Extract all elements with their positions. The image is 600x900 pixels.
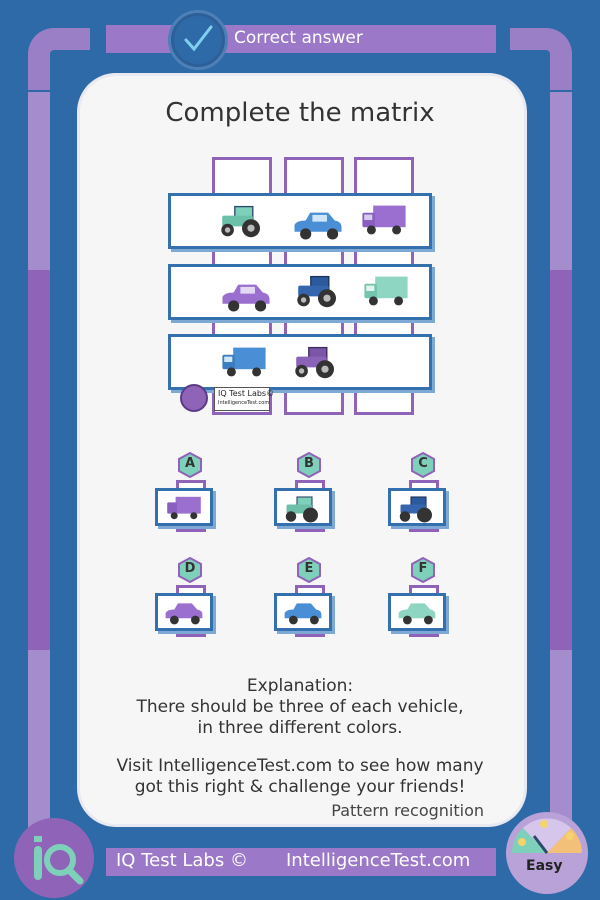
header-status: Correct answer	[234, 28, 363, 48]
option-e-label: E	[304, 561, 314, 576]
green-car-icon	[398, 603, 436, 625]
magnifier-icon	[180, 384, 208, 412]
promo-line-1: Visit IntelligenceTest.com to see how ma…	[116, 756, 484, 776]
option-b-label: B	[304, 456, 314, 471]
puzzle-title: Complete the matrix	[165, 98, 435, 128]
promo-line-2: got this right & challenge your friends!	[134, 777, 466, 797]
difficulty-gauge-icon	[506, 812, 588, 894]
option-f[interactable]: F	[388, 557, 460, 637]
purple-truck-icon	[167, 496, 201, 520]
frame-corner-tl	[28, 28, 90, 90]
footer-site-link[interactable]: IntelligenceTest.com	[286, 850, 471, 871]
green-truck-icon	[364, 276, 408, 306]
option-c[interactable]: C	[388, 452, 460, 532]
frame-corner-tr	[510, 28, 572, 90]
footer-brand: IQ Test Labs ©	[116, 850, 248, 871]
purple-car-icon	[222, 284, 270, 312]
green-tractor-icon	[221, 205, 260, 238]
checkmark-icon	[168, 10, 228, 70]
blue-car-icon	[284, 603, 322, 625]
explanation-line-2: in three different colors.	[197, 718, 403, 738]
blue-car-icon	[294, 212, 342, 240]
option-f-label: F	[418, 561, 428, 576]
difficulty-label: Easy	[526, 858, 563, 874]
explanation-line-1: There should be three of each vehicle,	[136, 697, 464, 717]
option-a[interactable]: A	[155, 452, 227, 532]
explanation-heading: Explanation:	[246, 676, 354, 696]
footer-bar	[106, 848, 496, 876]
blue-tractor-icon	[297, 275, 336, 308]
option-d[interactable]: D	[155, 557, 227, 637]
iq-logo-icon	[14, 818, 94, 898]
option-b[interactable]: B	[274, 452, 346, 532]
category-label: Pattern recognition	[331, 801, 484, 820]
blue-truck-icon	[222, 347, 266, 377]
frame-strip-right-accent	[550, 270, 572, 650]
option-a-label: A	[184, 456, 196, 471]
frame-strip-left-accent	[28, 270, 50, 650]
purple-tractor-icon	[295, 346, 334, 379]
watermark-title: IQ Test Labs©	[218, 389, 275, 398]
purple-truck-icon	[362, 205, 406, 235]
option-e[interactable]: E	[274, 557, 346, 637]
green-tractor-icon	[285, 496, 318, 523]
blue-tractor-icon	[399, 496, 432, 523]
watermark-url: IntelligenceTest.com	[218, 400, 270, 406]
purple-car-icon	[165, 603, 203, 625]
option-c-label: C	[418, 456, 428, 471]
option-d-label: D	[184, 561, 196, 576]
